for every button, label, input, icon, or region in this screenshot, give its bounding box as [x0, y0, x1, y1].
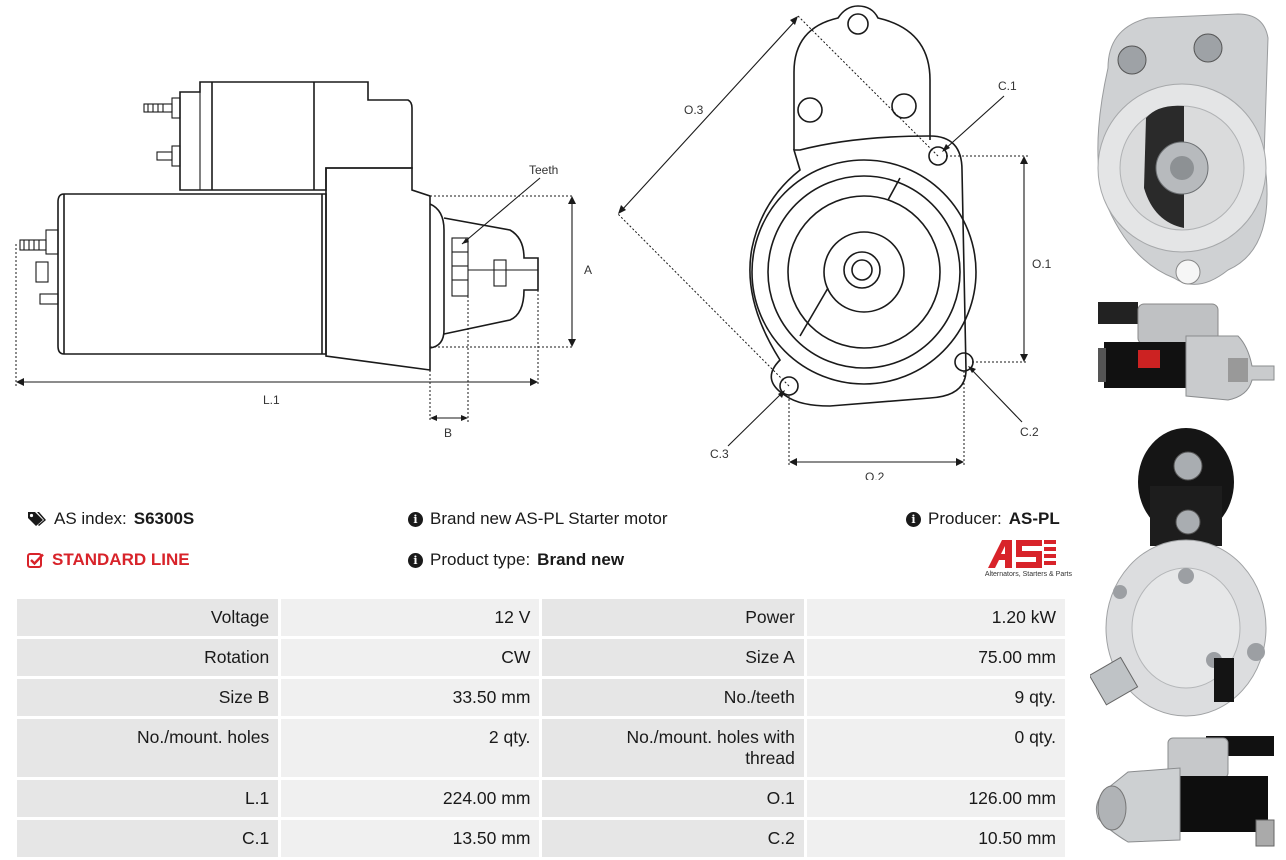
standard-line: STANDARD LINE: [27, 550, 190, 570]
info-icon: i: [408, 552, 423, 568]
spec-value: 9 qty.: [806, 679, 1065, 716]
front-view-drawing: O.1 O.2 O.3 C.1 C.2 C.3: [617, 5, 1052, 480]
as-index-label: AS index:: [54, 509, 127, 528]
spec-value: 2 qty.: [281, 719, 540, 777]
checkbox-checked-icon: [27, 553, 44, 568]
label-c3: C.3: [710, 447, 729, 461]
spec-label: No./mount. holes: [17, 719, 279, 777]
spec-value: 33.50 mm: [281, 679, 540, 716]
producer: i Producer: AS-PL: [906, 509, 1060, 529]
as-pl-logo-mark: [988, 540, 1056, 568]
producer-value: AS-PL: [1008, 509, 1060, 528]
spec-label: Power: [542, 599, 804, 636]
spec-value: 13.50 mm: [281, 820, 540, 857]
label-o1: O.1: [1032, 257, 1052, 271]
info-icon: i: [408, 511, 423, 527]
producer-label: Producer:: [928, 509, 1002, 528]
product-photo-side-top: [1098, 302, 1275, 401]
spec-label: No./teeth: [542, 679, 804, 716]
label-b: B: [444, 426, 452, 440]
as-pl-logo: Alternators, Starters & Parts: [962, 538, 1072, 578]
table-row: Size B 33.50 mm No./teeth 9 qty.: [17, 679, 1065, 716]
spec-value: 10.50 mm: [806, 820, 1065, 857]
label-o2: O.2: [865, 470, 885, 480]
label-l1: L.1: [263, 393, 280, 407]
spec-value: 224.00 mm: [281, 780, 540, 817]
spec-label: Size B: [17, 679, 279, 716]
as-index-value: S6300S: [133, 509, 195, 528]
label-c1: C.1: [998, 79, 1017, 93]
label-teeth: Teeth: [529, 163, 558, 177]
spec-value: 12 V: [281, 599, 540, 636]
product-type: i Product type: Brand new: [408, 550, 624, 570]
table-row: Voltage 12 V Power 1.20 kW: [17, 599, 1065, 636]
spec-value: 126.00 mm: [806, 780, 1065, 817]
spec-label: O.1: [542, 780, 804, 817]
specifications-table: Voltage 12 V Power 1.20 kW Rotation CW S…: [14, 596, 1068, 860]
spec-label: C.2: [542, 820, 804, 857]
table-row: L.1 224.00 mm O.1 126.00 mm: [17, 780, 1065, 817]
spec-value: CW: [281, 639, 540, 676]
label-o3: O.3: [684, 103, 704, 117]
standard-line-label: STANDARD LINE: [52, 550, 190, 569]
product-description: i Brand new AS-PL Starter motor: [408, 509, 667, 529]
spec-value: 1.20 kW: [806, 599, 1065, 636]
product-type-value: Brand new: [537, 550, 625, 569]
description-text: Brand new AS-PL Starter motor: [430, 509, 668, 528]
spec-label: Voltage: [17, 599, 279, 636]
spec-label: Size A: [542, 639, 804, 676]
spec-label: No./mount. holes with thread: [542, 719, 804, 777]
table-row: Rotation CW Size A 75.00 mm: [17, 639, 1065, 676]
spec-label: Rotation: [17, 639, 279, 676]
table-row: C.1 13.50 mm C.2 10.50 mm: [17, 820, 1065, 857]
as-index: AS index: S6300S: [27, 509, 194, 529]
logo-tagline: Alternators, Starters & Parts: [984, 571, 1072, 578]
spec-value: 75.00 mm: [806, 639, 1065, 676]
spec-value: 0 qty.: [806, 719, 1065, 777]
technical-drawing: Teeth A L.1 B: [15, 5, 1052, 480]
label-a: A: [584, 263, 592, 277]
product-photo-front: [1097, 13, 1269, 285]
table-row: No./mount. holes 2 qty. No./mount. holes…: [17, 719, 1065, 777]
spec-label: L.1: [17, 780, 279, 817]
product-photo-side-bottom: [1095, 736, 1275, 847]
side-view-drawing: Teeth A L.1 B: [15, 81, 592, 440]
spec-label: C.1: [17, 820, 279, 857]
label-c2: C.2: [1020, 425, 1039, 439]
info-icon: i: [906, 511, 921, 527]
tags-icon: [28, 512, 46, 526]
product-photo-rear: [1090, 428, 1267, 717]
product-type-label: Product type:: [430, 550, 531, 569]
